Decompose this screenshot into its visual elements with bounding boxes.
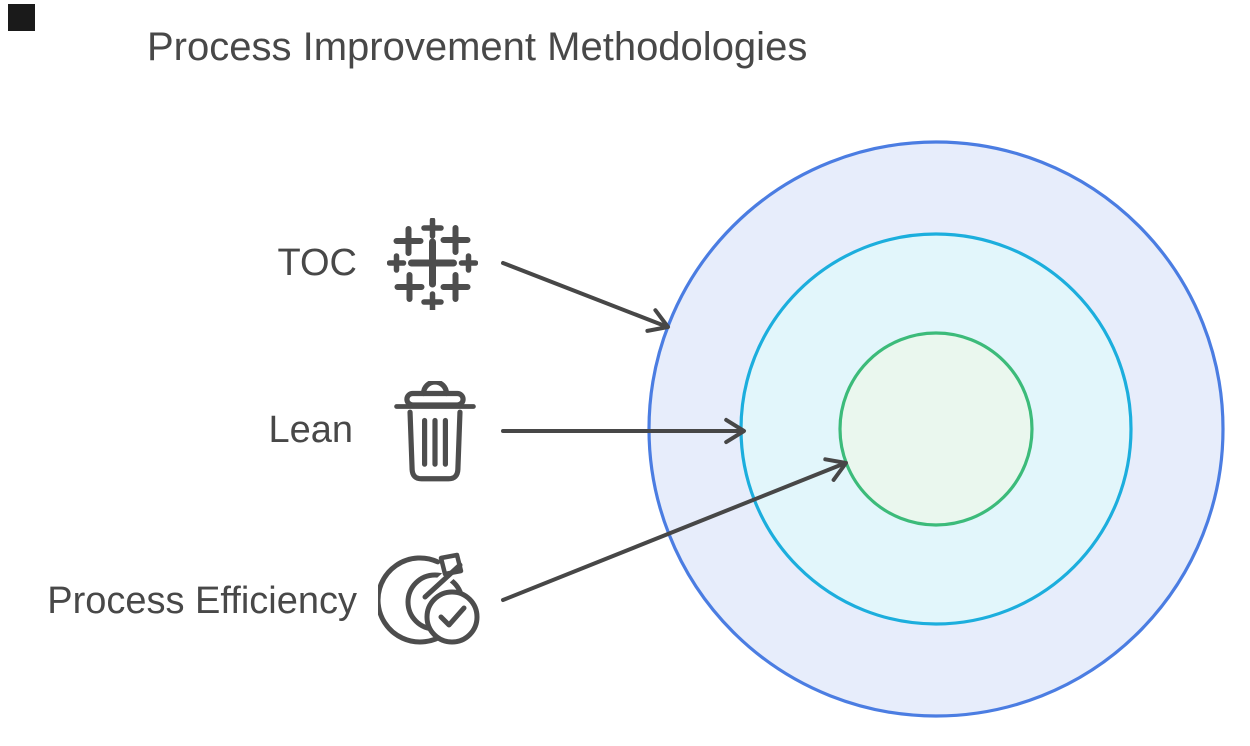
page-title: Process Improvement Methodologies: [147, 25, 808, 69]
label-lean: Lean: [268, 409, 353, 451]
plus-cluster-icon: [387, 218, 478, 310]
arrow-toc: [501, 261, 670, 333]
target-check-icon: [378, 552, 480, 645]
label-toc: TOC: [277, 242, 357, 284]
arrow-process-efficiency: [501, 457, 848, 602]
concentric-rings: [647, 140, 1225, 718]
corner-mark: [8, 4, 35, 31]
arrow-lean: [501, 417, 746, 445]
ring-inner: [838, 331, 1034, 527]
label-process-efficiency: Process Efficiency: [47, 580, 357, 622]
connector-arrows: [501, 261, 848, 602]
trash-icon: [394, 381, 476, 482]
